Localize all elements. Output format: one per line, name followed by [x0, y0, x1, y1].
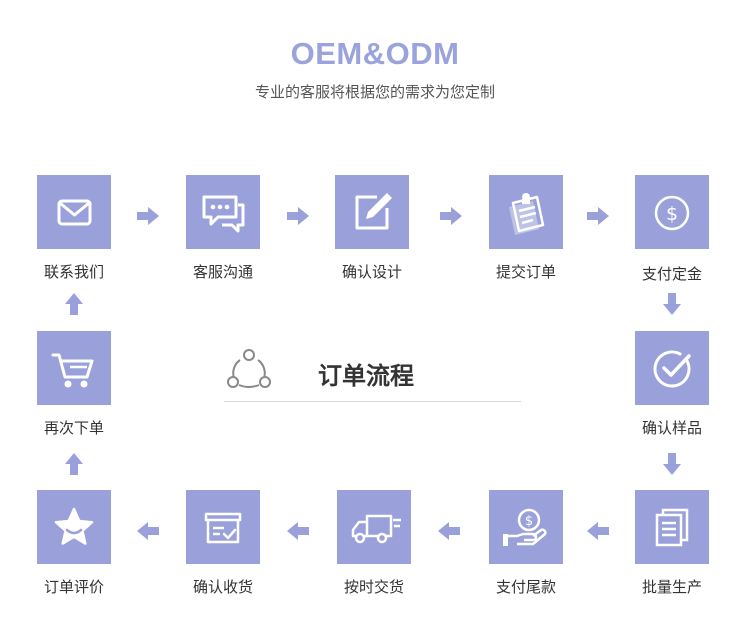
- arrow-up-icon: [61, 291, 87, 317]
- arrow-down-icon: [659, 291, 685, 317]
- step-node-pay-deposit: $: [635, 175, 709, 249]
- step-node-mass-production: [635, 490, 709, 564]
- step-node-confirm-sample: [635, 331, 709, 405]
- arrow-left-icon: [436, 518, 462, 544]
- step-label-contact-us: 联系我们: [43, 263, 104, 281]
- step-label-confirm-receipt: 确认收货: [192, 578, 253, 596]
- arrow-right-icon: [285, 203, 311, 229]
- step-label-pay-balance: 支付尾款: [495, 578, 556, 596]
- cart-icon: [51, 353, 94, 388]
- step-label-pay-deposit: 支付定金: [641, 265, 702, 283]
- documents-icon: [655, 508, 689, 547]
- arrow-left-icon: [285, 518, 311, 544]
- page-subtitle: 专业的客服将根据您的需求为您定制: [254, 83, 495, 101]
- arrow-left-icon: [585, 518, 611, 544]
- arrow-up-icon: [61, 451, 87, 477]
- arrow-right-icon: [438, 203, 464, 229]
- step-node-on-time-delivery: [337, 490, 411, 564]
- divider: [224, 401, 521, 402]
- step-node-pay-balance: $: [489, 490, 563, 564]
- cycle-icon: [226, 348, 272, 390]
- mail-icon: [57, 199, 92, 226]
- step-label-order-review: 订单评价: [43, 578, 104, 596]
- star-icon: [54, 507, 94, 545]
- box-check-icon: [204, 512, 242, 544]
- arrow-right-icon: [585, 203, 611, 229]
- step-label-confirm-design: 确认设计: [341, 263, 402, 281]
- step-label-mass-production: 批量生产: [641, 578, 702, 596]
- order-process-title: 订单流程: [318, 362, 414, 390]
- arrow-down-icon: [659, 451, 685, 477]
- step-node-submit-order: [489, 175, 563, 249]
- svg-text:$: $: [666, 203, 678, 225]
- step-label-customer-service: 客服沟通: [192, 263, 253, 281]
- step-label-confirm-sample: 确认样品: [641, 419, 702, 437]
- page-title: OEM&ODM: [290, 36, 460, 71]
- dollar-coin-icon: $: [654, 195, 690, 231]
- step-label-reorder: 再次下单: [43, 419, 104, 437]
- arrow-left-icon: [135, 518, 161, 544]
- step-label-submit-order: 提交订单: [495, 263, 556, 281]
- step-node-customer-service: [186, 175, 260, 249]
- arrow-right-icon: [135, 203, 161, 229]
- step-node-confirm-receipt: [186, 490, 260, 564]
- clipboard-icon: [509, 193, 545, 235]
- step-node-contact-us: [37, 175, 111, 249]
- edit-icon: [355, 193, 392, 230]
- step-label-on-time-delivery: 按时交货: [343, 578, 404, 596]
- truck-icon: [351, 514, 401, 544]
- step-node-reorder: [37, 331, 111, 405]
- step-node-confirm-design: [335, 175, 409, 249]
- hand-coin-icon: $: [503, 508, 547, 546]
- step-node-order-review: [37, 490, 111, 564]
- chat-icon: [202, 195, 245, 233]
- check-circle-icon: [653, 350, 691, 388]
- svg-text:$: $: [525, 514, 533, 529]
